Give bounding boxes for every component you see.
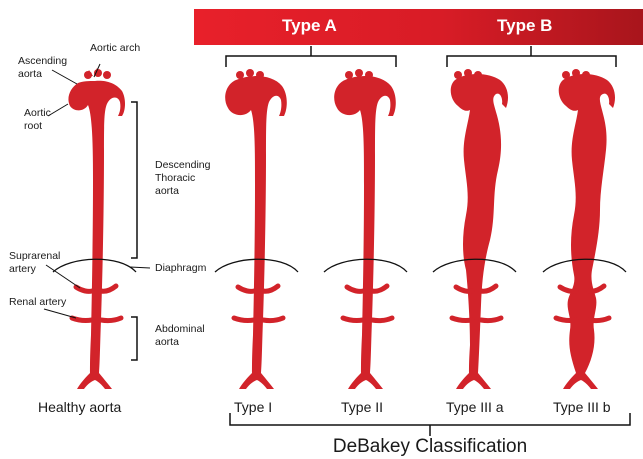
thoracic-bracket xyxy=(131,102,137,258)
healthy-aorta xyxy=(53,68,136,389)
abdominal-bracket xyxy=(131,317,137,360)
label-descending-thoracic: Descending Thoracic aorta xyxy=(155,159,210,198)
footer-title: DeBakey Classification xyxy=(230,436,630,458)
label-aortic-root: Aortic root xyxy=(24,107,51,133)
label-aortic-arch: Aortic arch xyxy=(90,42,140,55)
caption-type-i: Type I xyxy=(234,399,272,415)
type-i-aorta xyxy=(215,69,298,389)
caption-type-ii: Type II xyxy=(341,399,383,415)
debakey-bracket xyxy=(230,413,630,436)
type-iiib-aorta xyxy=(543,69,626,389)
label-suprarenal-artery: Suprarenal artery xyxy=(9,250,60,276)
label-ascending-aorta: Ascending aorta xyxy=(18,55,67,81)
type-ii-aorta xyxy=(324,69,407,389)
root-pointer xyxy=(48,104,68,116)
caption-healthy: Healthy aorta xyxy=(38,399,121,415)
type-iiia-aorta xyxy=(433,69,516,389)
type-b-bracket xyxy=(447,46,616,67)
caption-type-iiia: Type III a xyxy=(446,399,504,415)
caption-type-iiib: Type III b xyxy=(553,399,611,415)
type-a-bracket xyxy=(226,46,396,67)
label-renal-artery: Renal artery xyxy=(9,296,66,309)
renal-pointer xyxy=(44,309,76,318)
label-diaphragm: Diaphragm xyxy=(155,262,206,275)
label-abdominal-aorta: Abdominal aorta xyxy=(155,323,205,349)
diaphragm-pointer xyxy=(130,267,150,268)
